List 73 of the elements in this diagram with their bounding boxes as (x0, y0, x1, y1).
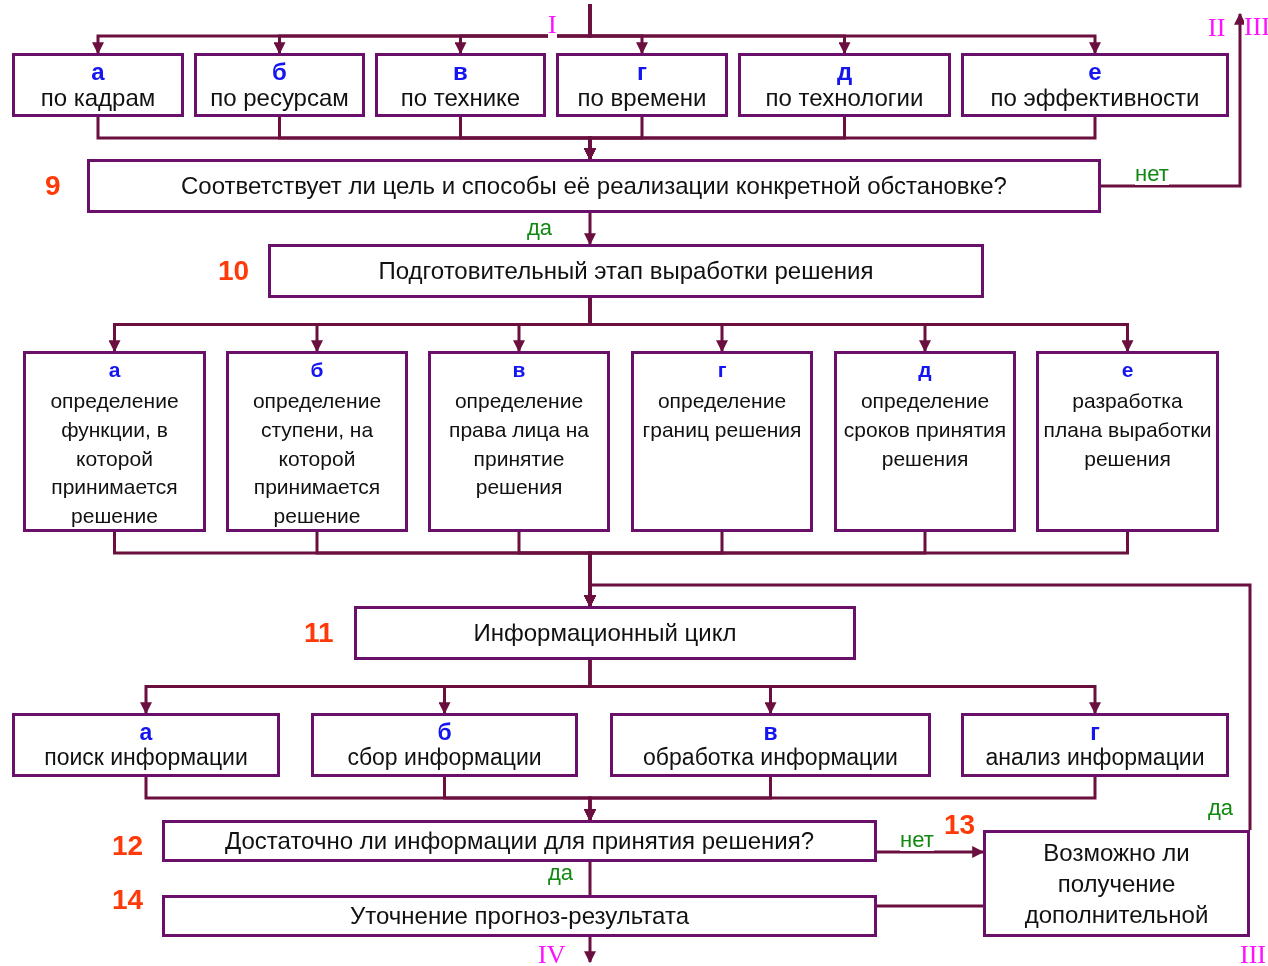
item-letter: б (272, 58, 287, 85)
arrow (584, 937, 596, 964)
category-box (556, 53, 728, 117)
category-box (834, 351, 1016, 532)
item-letter: а (91, 58, 105, 85)
box-text: по времени (577, 85, 707, 112)
box-text: определение права лица на принятие решения (448, 388, 590, 501)
box-text: определение ступени, на которой принимается решение (251, 388, 383, 530)
category-box (610, 713, 931, 777)
box-text: определение функции, в которой принимается решение (49, 388, 180, 530)
box-text: Подготовительный этап выработки решения (378, 256, 874, 286)
step-number: 9 (45, 172, 61, 200)
category-box (1036, 351, 1219, 532)
arrow (1101, 12, 1246, 188)
category-box (12, 53, 184, 117)
item-letter: в (512, 358, 526, 382)
box-text: по эффективности (990, 85, 1200, 112)
category-box (12, 713, 280, 777)
step-number: 12 (112, 832, 144, 860)
category-box (631, 351, 813, 532)
category-box (311, 713, 578, 777)
category-box (375, 53, 546, 117)
item-letter: г (717, 358, 727, 382)
item-letter: а (139, 719, 153, 745)
box-text: поиск информации (44, 745, 248, 771)
box-text: сбор информации (347, 745, 542, 771)
box-text: по технологии (765, 85, 924, 112)
process-box (87, 159, 1101, 213)
category-box (961, 53, 1229, 117)
item-letter: б (437, 719, 452, 745)
box-text: по технике (400, 85, 521, 112)
category-box (23, 351, 206, 532)
process-box (983, 830, 1250, 937)
item-letter: в (763, 719, 778, 745)
box-text: обработка информации (643, 745, 898, 771)
process-box (162, 820, 877, 862)
process-box (162, 895, 877, 937)
category-box (428, 351, 610, 532)
arrow (588, 660, 1101, 715)
category-box (194, 53, 365, 117)
item-letter: а (108, 358, 121, 382)
box-text: разработка плана выработки решения (1043, 388, 1212, 472)
box-text: определение сроков принятия решения (842, 388, 1008, 472)
item-letter: б (310, 358, 324, 382)
category-box (738, 53, 951, 117)
arrow (877, 846, 985, 858)
category-box (961, 713, 1229, 777)
box-text: Соответствует ли цель и способы её реализации конкретной обстановке? (181, 171, 1007, 201)
box-text: анализ информации (985, 745, 1205, 771)
item-letter: е (1121, 358, 1134, 382)
box-text: Достаточно ли информации для принятия решения? (225, 827, 814, 855)
box-text: Возможно ли получение дополнительной (1023, 837, 1210, 931)
box-text: по кадрам (40, 85, 156, 112)
box-text: по ресурсам (210, 85, 349, 112)
process-box (354, 606, 856, 660)
arrow (584, 213, 596, 246)
step-number: 14 (112, 886, 144, 914)
step-number: 11 (304, 619, 334, 647)
item-letter: д (918, 358, 932, 382)
step-number: 13 (944, 811, 976, 839)
step-number: 10 (218, 257, 250, 285)
item-letter: г (1090, 719, 1100, 745)
roman-numeral: II (1208, 14, 1240, 42)
process-box (268, 244, 984, 298)
category-box (226, 351, 408, 532)
box-text: определение границ решения (641, 388, 803, 443)
box-text: Информационный цикл (473, 618, 737, 648)
item-letter: е (1088, 58, 1102, 85)
box-text: Уточнение прогноз-результата (350, 902, 689, 930)
item-letter: г (637, 58, 647, 85)
item-letter: д (836, 58, 853, 85)
item-letter: в (453, 58, 468, 85)
arrow (588, 4, 1101, 55)
